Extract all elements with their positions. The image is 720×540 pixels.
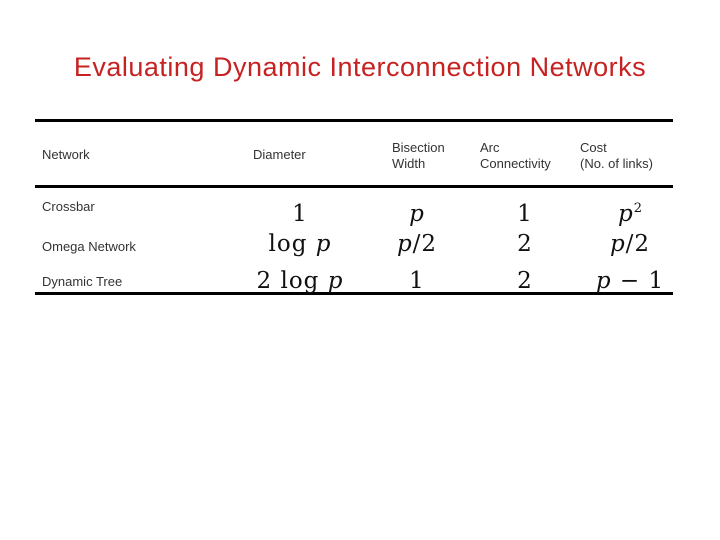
table-rule-header	[35, 185, 673, 188]
arc-connectivity-value-cell: 2	[517, 231, 533, 257]
column-header-arc-connectivity: Arc Connectivity	[480, 140, 551, 171]
bisection-width-value-cell: p/2	[396, 231, 438, 257]
arc-connectivity-value-cell: 1	[517, 201, 533, 227]
cost-value-cell: p − 1	[595, 268, 665, 294]
column-header-cost: Cost (No. of links)	[580, 140, 653, 171]
network-comparison-table: Network Diameter Bisection Width Arc Con…	[35, 119, 673, 297]
cost-value-cell: p2	[617, 201, 642, 227]
network-name-cell: Dynamic Tree	[42, 274, 123, 289]
table-rule-bottom	[35, 292, 673, 295]
bisection-width-value-cell: p	[409, 201, 425, 227]
network-name-cell: Crossbar	[42, 199, 95, 214]
cost-value-cell: p/2	[609, 231, 651, 257]
diameter-value-cell: 2 log p	[256, 268, 344, 294]
bisection-width-value-cell: 1	[409, 268, 425, 294]
column-header-diameter: Diameter	[253, 147, 306, 162]
network-name-cell: Omega Network	[42, 239, 136, 254]
slide-title: Evaluating Dynamic Interconnection Netwo…	[73, 52, 647, 83]
arc-connectivity-value-cell: 2	[517, 268, 533, 294]
table-rule-top	[35, 119, 673, 122]
diameter-value-cell: log p	[268, 231, 332, 257]
column-header-bisection-width: Bisection Width	[392, 140, 445, 171]
column-header-network: Network	[42, 147, 90, 162]
diameter-value-cell: 1	[292, 201, 308, 227]
